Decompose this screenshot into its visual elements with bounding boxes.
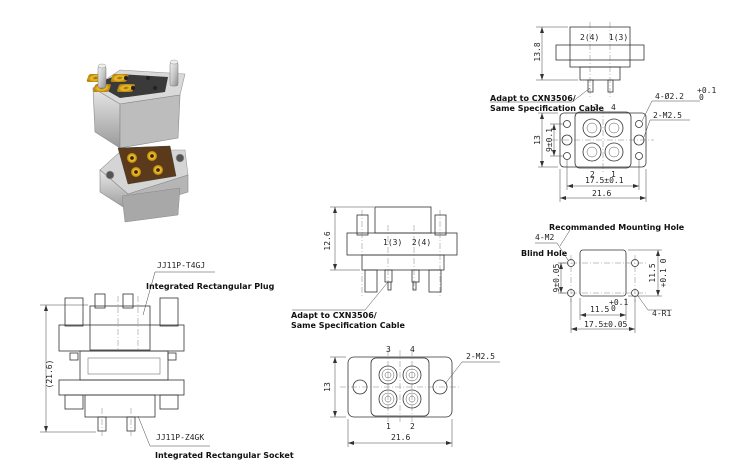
tr-m25-label: 2-M2.5 [653,111,682,120]
side-height-dim: (21.6) [45,360,54,389]
top-right-face-view [538,100,700,202]
bottom-view [330,350,500,447]
adapt2-line2: Same Specification Cable [291,321,405,330]
tr-pin3: 3 [594,103,599,112]
bottom-pin3: 3 [386,345,391,354]
mounting-title: Recommanded Mounting Hole [549,223,685,232]
adapt2-line1: Adapt to CXN3506/ [291,311,377,320]
tr-pin2: 2 [590,170,595,179]
front-pins-label: 1(3) 2(4) [383,238,431,247]
mh-115v-dim: 11.5 [648,263,657,282]
plug-model-label: JJ11P-T4GJ [157,261,205,270]
socket-gold-contacts [127,151,163,177]
adapt-line1: Adapt to CXN3506/ [490,94,576,103]
front-height-dim: 12.6 [323,231,332,250]
tr-face-contacts [582,118,624,162]
mh-m2-label: 4-M2 [535,233,554,242]
plug-3d-render [86,59,186,149]
mh-r1-label: 4-R1 [652,309,671,318]
mh-115h-dim: 11.5 [590,305,609,314]
mounting-hole-view [535,229,672,333]
mh-175-dim: 17.5±0.05 [584,320,628,329]
top-right-side-view [490,22,645,103]
tr-175-dim: 17.5±0.1 [585,176,624,185]
bottom-height-dim: 13 [323,382,332,392]
bottom-pin4: 4 [410,345,415,354]
bottom-pin2: 2 [410,422,415,431]
socket-3d-render [99,145,189,223]
front-view [292,206,458,311]
tr-hole-tol-lo: 0 [699,93,704,102]
socket-model-label: JJ11P-Z4GK [156,433,204,442]
tr-height-dim: 13.8 [533,42,542,61]
bottom-width-dim: 21.6 [391,433,410,442]
mh-115h-tol-lo: 0 [611,304,616,313]
tr-13-dim: 13 [533,135,542,145]
blind-hole-label: Blind Hole [521,249,568,258]
mh-115h-tol-hi: +0.1 [609,298,628,307]
tr-pin1: 1 [611,170,616,179]
tr-hole-tol-hi: +0.1 [697,86,716,95]
plug-desc-label: Integrated Rectangular Plug [146,282,275,291]
side-view-assembly [40,271,215,447]
mh-9-dim: 9±0.05 [552,263,561,292]
socket-desc-label: Integrated Rectangular Socket [155,451,294,460]
tr-hole-label: 4-Ø2.2 [655,91,684,101]
tr-pin4: 4 [611,103,616,112]
tr-9-dim: 9±0.1 [545,128,554,152]
tr-pins-label: 2(4) 1(3) [580,33,628,42]
mh-115v-tol: +0.1 0 [659,258,668,287]
adapt-line2: Same Specification Cable [490,104,604,113]
bottom-pin1: 1 [386,422,391,431]
tr-216-dim: 21.6 [592,189,611,198]
bottom-m25-label: 2-M2.5 [466,352,495,361]
